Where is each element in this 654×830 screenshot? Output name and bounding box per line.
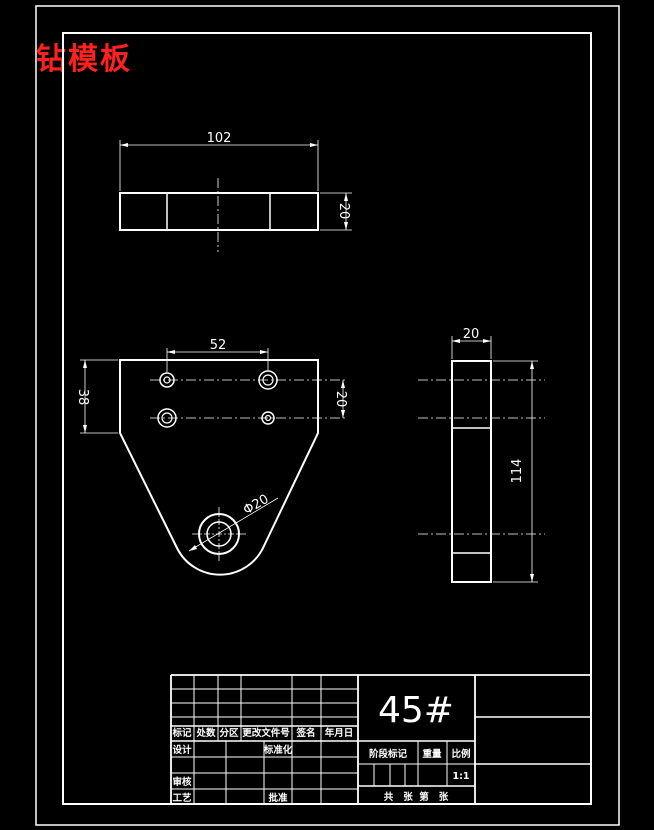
arrow (344, 222, 348, 230)
drawing-title: 钻模板 (36, 42, 132, 77)
arrow (189, 545, 197, 551)
tb-scale-value: 1:1 (452, 771, 469, 782)
dim-top-width: 102 (207, 131, 232, 146)
tb-header-date: 年月日 (325, 727, 354, 739)
arrow (452, 339, 460, 343)
dim-hole-spacing: 52 (210, 338, 227, 353)
arrow (120, 143, 128, 147)
tb-sheets: 共 张 第 张 (384, 791, 449, 803)
tb-stage-mark: 阶段标记 (369, 748, 408, 760)
tb-process: 工艺 (172, 792, 192, 804)
side-view-outline (451, 360, 492, 583)
tb-header-signature: 签名 (295, 727, 315, 739)
front-view (80, 348, 345, 576)
arrow (530, 574, 534, 582)
side-view (418, 336, 545, 583)
arrow (310, 143, 318, 147)
dim-side-thickness: 20 (463, 327, 480, 342)
bore-outer (198, 513, 240, 555)
top-view (119, 140, 352, 252)
tb-header-zone: 分区 (219, 727, 239, 739)
arrow (341, 410, 345, 418)
top-view-outline (119, 192, 319, 231)
tb-header-mark: 标记 (171, 727, 192, 739)
arrow (83, 425, 87, 433)
arrow (167, 350, 175, 354)
arrow (260, 350, 268, 354)
inner-border (62, 32, 592, 805)
arrow (83, 360, 87, 368)
tb-material: 45# (378, 690, 454, 731)
dim-row-spacing: 20 (333, 391, 348, 408)
arrow (341, 380, 345, 388)
arrow (344, 193, 348, 201)
bore-leader (188, 497, 279, 552)
tb-header-count: 处数 (195, 727, 216, 739)
tb-review: 审核 (172, 776, 192, 788)
tb-scale-label: 比例 (451, 748, 470, 760)
tb-weight: 重量 (422, 748, 442, 760)
tb-header-change-doc: 更改文件号 (242, 727, 290, 739)
outer-border (35, 5, 620, 826)
dim-side-length: 114 (510, 459, 525, 484)
arrow (530, 361, 534, 369)
dim-bore-diameter: Φ20 (241, 492, 272, 518)
dim-top-height: 20 (336, 203, 351, 220)
tb-standardization: 标准化 (263, 744, 293, 756)
title-block (170, 674, 591, 804)
front-view-outline (119, 359, 319, 576)
arrow (483, 339, 491, 343)
title-block-text: 标记 处数 分区 更改文件号 签名 年月日 设计 标准化 审核 工艺 批准 阶段… (171, 727, 470, 804)
tb-approve: 批准 (268, 792, 288, 804)
dim-front-height: 38 (75, 389, 90, 406)
tb-design: 设计 (172, 744, 192, 756)
